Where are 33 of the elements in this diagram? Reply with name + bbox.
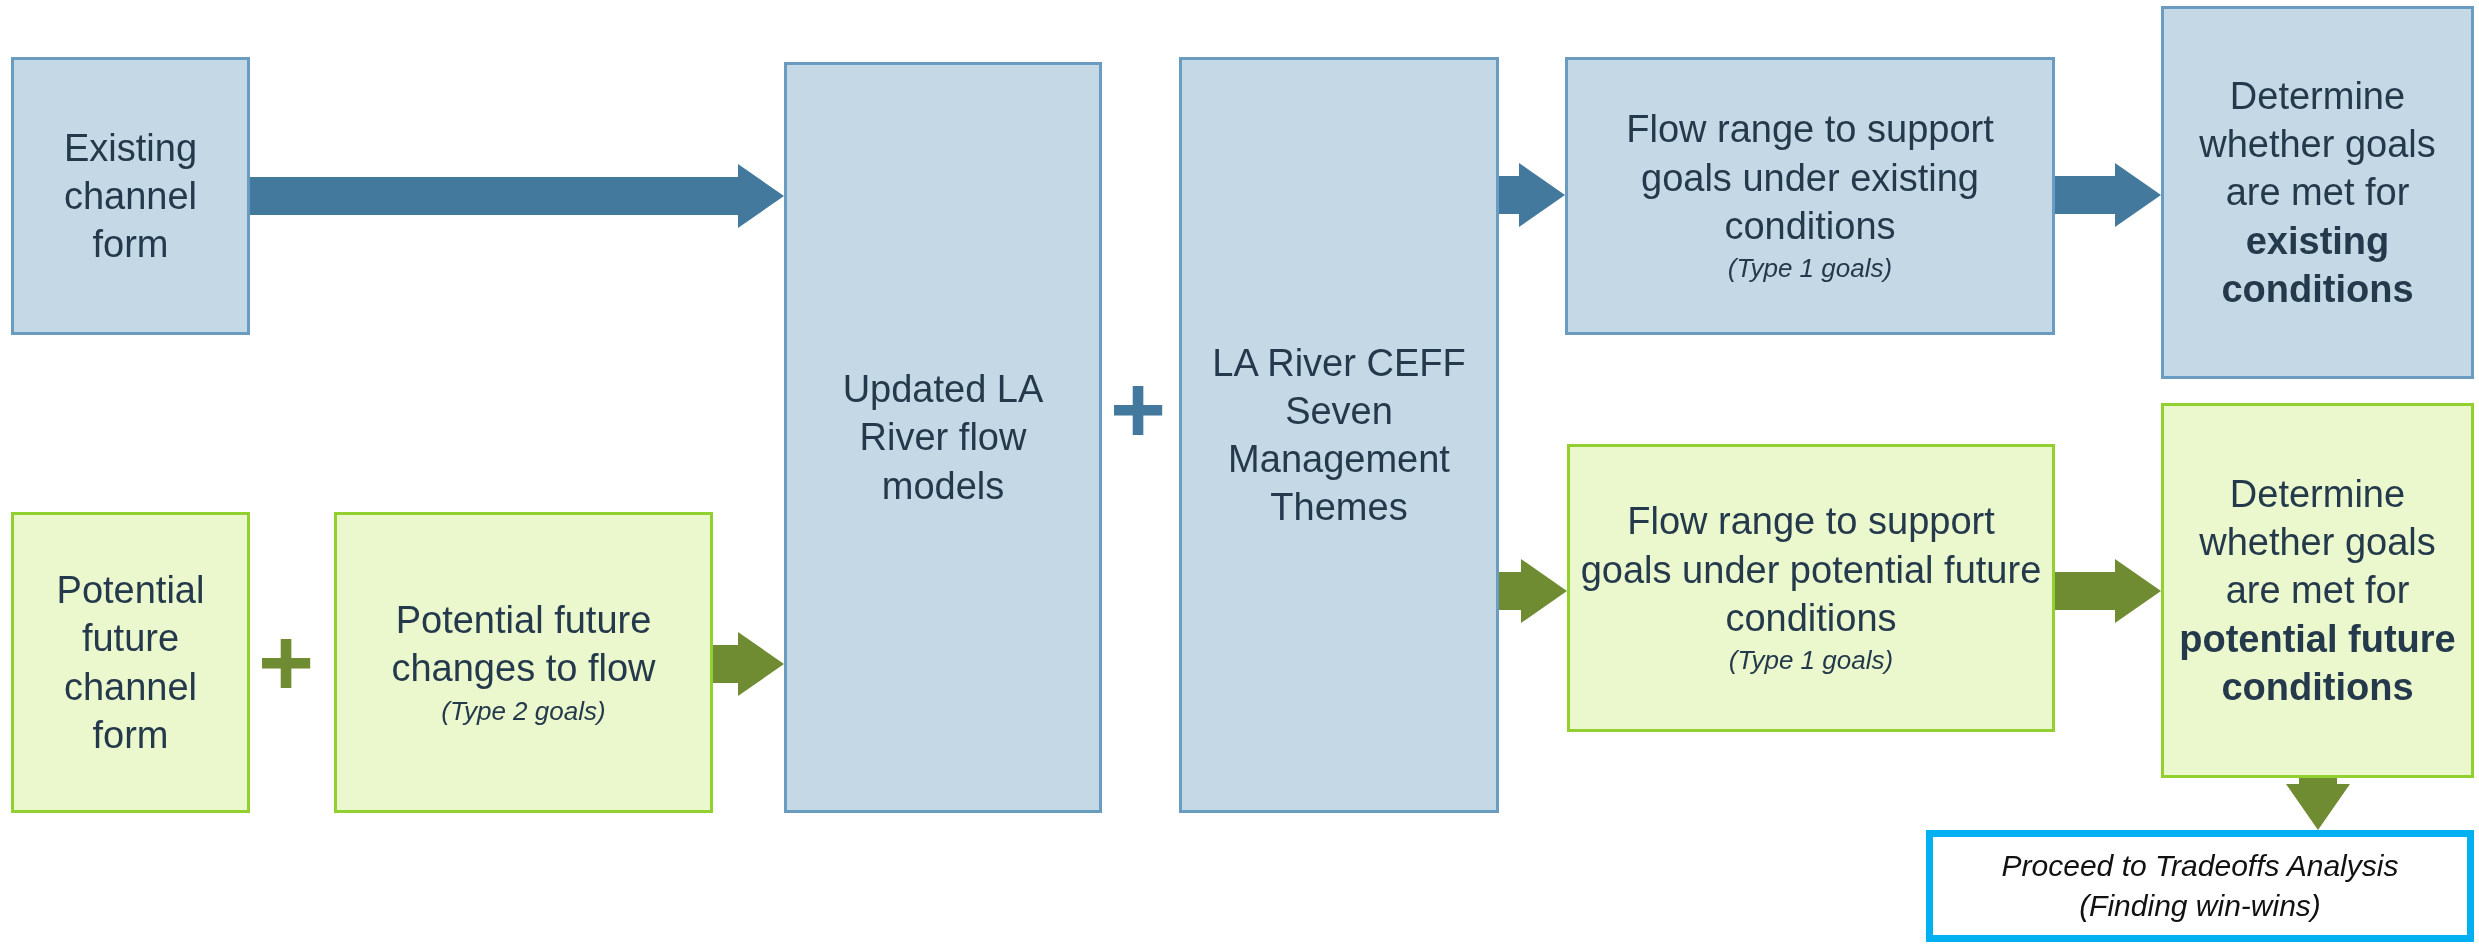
- arrow: [1499, 559, 1567, 623]
- decision-box: [2161, 6, 2474, 379]
- arrow: [2286, 778, 2350, 830]
- node-text: Existing channel form: [62, 125, 199, 268]
- process-box: [784, 62, 1102, 813]
- node-text: Updated LA River flow models: [841, 367, 1045, 509]
- arrow: [1499, 163, 1565, 227]
- decision-box: [2161, 403, 2474, 778]
- note-text: (Finding win-wins): [2079, 888, 2321, 924]
- outcome-box: [1926, 830, 2474, 942]
- node-text: Determine whether goals are met for existing conditions: [2198, 73, 2437, 312]
- arrow: [2055, 163, 2161, 227]
- arrow: [2055, 559, 2161, 623]
- arrow: [250, 164, 784, 228]
- process-box: [1565, 57, 2055, 335]
- process-box: [1567, 444, 2055, 732]
- process-box: [11, 57, 250, 335]
- arrow: [713, 632, 784, 696]
- plus-sign: +: [258, 615, 315, 711]
- process-box: [11, 512, 250, 813]
- node-text: Flow range to support goals under potential future conditions: [1579, 499, 2043, 641]
- process-box: [334, 512, 713, 813]
- node-text: LA River CEFF Seven Management Themes: [1211, 340, 1467, 531]
- note-text: (Type 1 goals): [1728, 644, 1894, 678]
- plus-sign: +: [1110, 362, 1167, 458]
- note-text: Proceed to Tradeoffs Analysis: [2001, 847, 2399, 884]
- note-text: (Type 2 goals): [441, 694, 606, 728]
- process-box: [1179, 57, 1499, 813]
- node-text: Determine whether goals are met for potential future conditions: [2178, 471, 2457, 710]
- note-text: (Type 1 goals): [1727, 252, 1893, 286]
- node-text: Potential future changes to flow: [390, 598, 657, 692]
- node-text: Flow range to support goals under existing conditions: [1625, 107, 1995, 249]
- node-text: Potential future channel form: [55, 568, 206, 758]
